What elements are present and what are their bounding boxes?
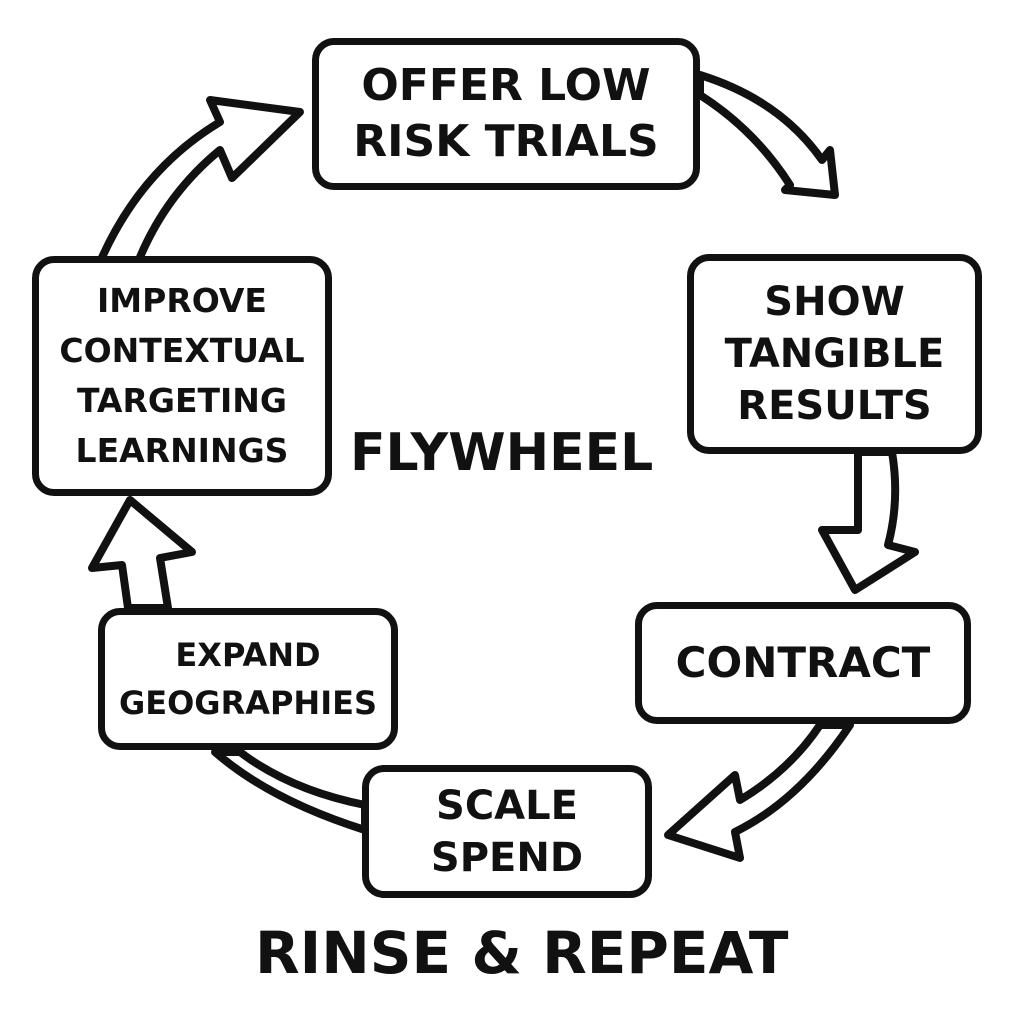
step-show-tangible-results: SHOW TANGIBLE RESULTS <box>687 254 982 454</box>
arrow-show-to-contract <box>818 448 919 594</box>
step-label: SHOW TANGIBLE RESULTS <box>724 279 945 429</box>
step-label: CONTRACT <box>675 638 931 687</box>
step-offer-low-risk-trials: OFFER LOW RISK TRIALS <box>312 38 700 190</box>
step-expand-geographies: EXPAND GEOGRAPHIES <box>98 608 398 750</box>
step-label: OFFER LOW RISK TRIALS <box>353 60 659 167</box>
step-scale-spend: SCALE SPEND <box>362 765 652 898</box>
footer-title: RINSE & REPEAT <box>255 919 789 987</box>
arrow-scale-to-expand <box>211 748 369 834</box>
step-label: SCALE SPEND <box>430 782 584 881</box>
center-title: FLYWHEEL <box>350 423 654 483</box>
arrow-improve-to-offer <box>96 96 304 266</box>
step-label: EXPAND GEOGRAPHIES <box>118 636 378 722</box>
step-label: IMPROVE CONTEXTUAL TARGETING LEARNINGS <box>59 281 305 470</box>
step-improve-contextual-targeting-learnings: IMPROVE CONTEXTUAL TARGETING LEARNINGS <box>32 256 332 496</box>
arrow-expand-to-improve <box>88 496 196 612</box>
arrow-offer-to-show <box>696 71 839 199</box>
arrow-contract-to-scale <box>664 721 854 862</box>
step-contract: CONTRACT <box>635 602 971 724</box>
